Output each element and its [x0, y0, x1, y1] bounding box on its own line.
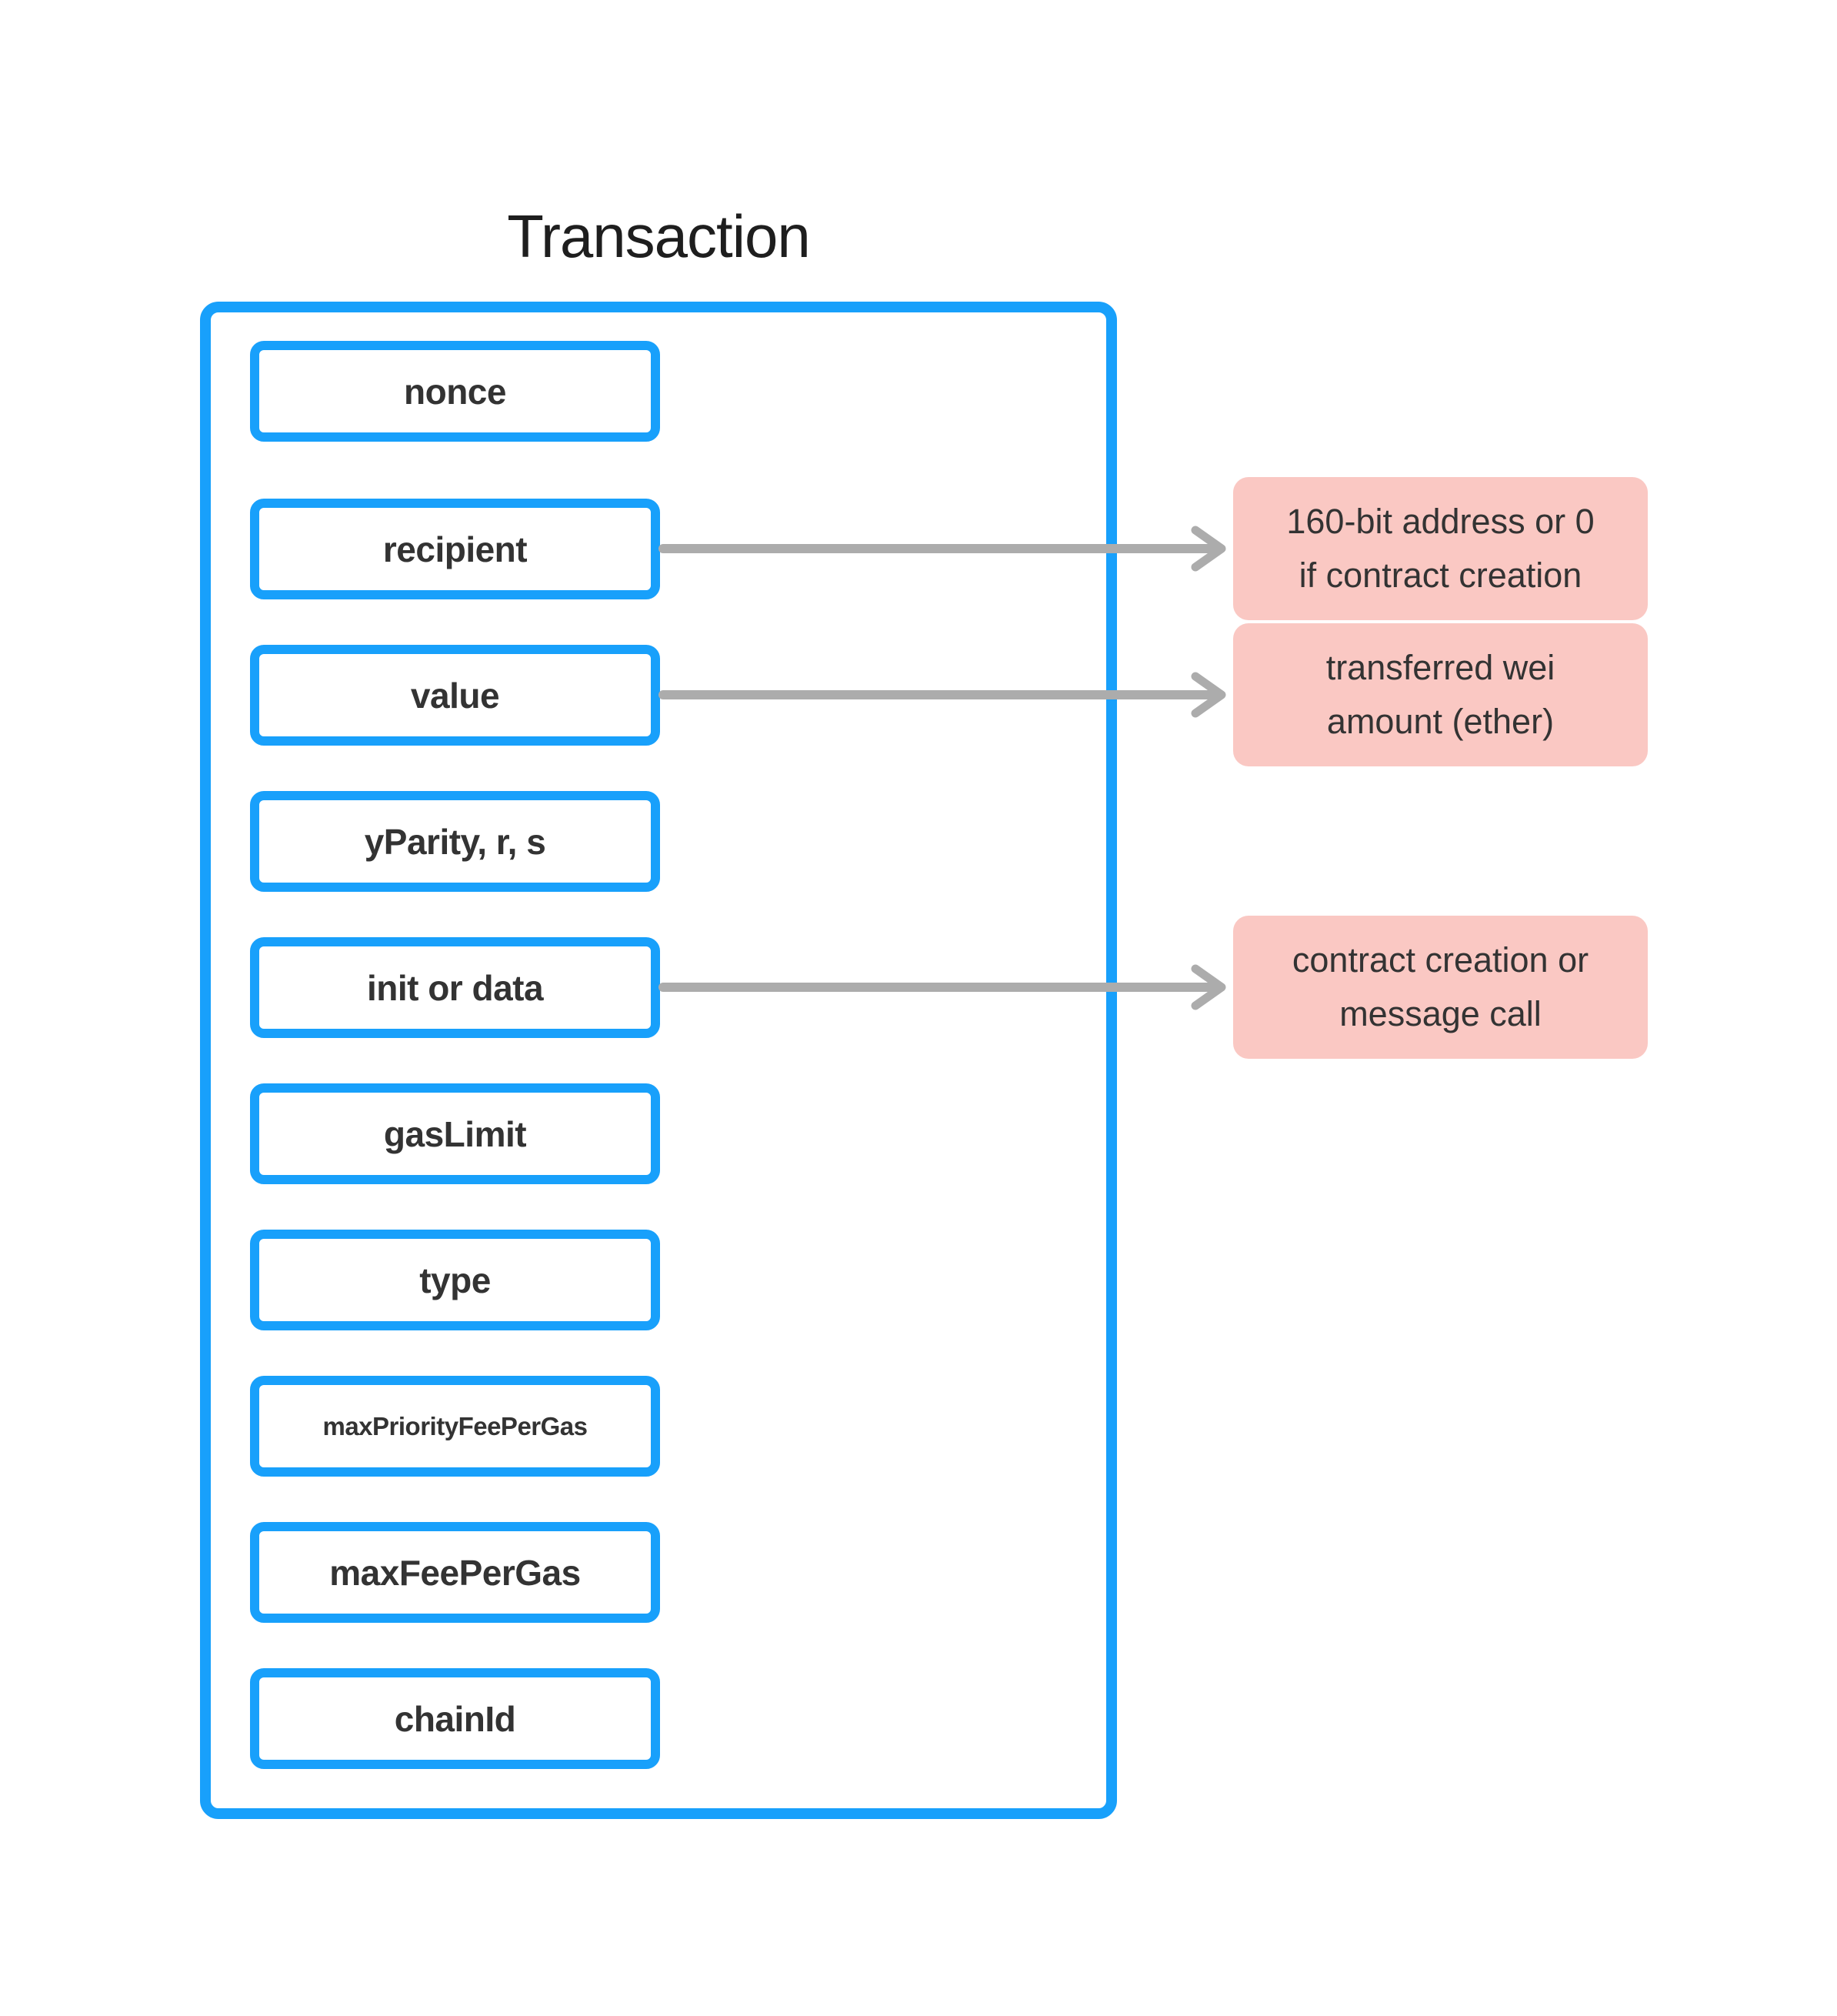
field-label-yparity-r-s: yParity, r, s: [364, 821, 546, 862]
arrowhead-icon: [1191, 672, 1226, 718]
annotation-init-or-data: contract creation or message call: [1233, 916, 1648, 1059]
field-box-type: type: [250, 1230, 660, 1330]
field-label-gaslimit: gasLimit: [383, 1113, 527, 1154]
field-box-recipient: recipient: [250, 499, 660, 599]
field-label-nonce: nonce: [404, 371, 506, 412]
field-box-maxfeepergas: maxFeePerGas: [250, 1522, 660, 1623]
field-label-chainid: chainId: [394, 1698, 516, 1739]
field-label-init-or-data: init or data: [366, 967, 544, 1008]
diagram-title: Transaction: [507, 202, 811, 270]
arrowhead-icon: [1191, 526, 1226, 572]
annotation-text: if contract creation: [1299, 556, 1582, 595]
arrow-recipient: [658, 526, 1226, 572]
field-box-init-or-data: init or data: [250, 937, 660, 1038]
annotation-text: amount (ether): [1326, 702, 1555, 741]
field-label-maxpriorityfeepergas: maxPriorityFeePerGas: [322, 1411, 588, 1440]
field-box-maxpriorityfeepergas: maxPriorityFeePerGas: [250, 1376, 660, 1477]
field-box-value: value: [250, 645, 660, 746]
field-box-nonce: nonce: [250, 341, 660, 442]
annotation-recipient: 160-bit address or 0 if contract creatio…: [1233, 477, 1648, 620]
annotation-text: message call: [1339, 994, 1542, 1033]
annotation-text: transferred wei: [1325, 648, 1555, 687]
annotation-text: contract creation or: [1292, 940, 1589, 980]
field-label-type: type: [419, 1260, 491, 1300]
arrowhead-icon: [1191, 964, 1226, 1010]
arrow-value: [658, 672, 1226, 718]
field-label-value: value: [410, 675, 500, 716]
field-label-recipient: recipient: [382, 529, 528, 569]
arrow-init-or-data: [658, 964, 1226, 1010]
annotation-value: transferred wei amount (ether): [1233, 623, 1648, 766]
annotation-text: 160-bit address or 0: [1286, 502, 1595, 541]
field-box-chainid: chainId: [250, 1668, 660, 1769]
field-box-gaslimit: gasLimit: [250, 1083, 660, 1184]
field-label-maxfeepergas: maxFeePerGas: [329, 1552, 581, 1593]
field-box-yparity-r-s: yParity, r, s: [250, 791, 660, 892]
